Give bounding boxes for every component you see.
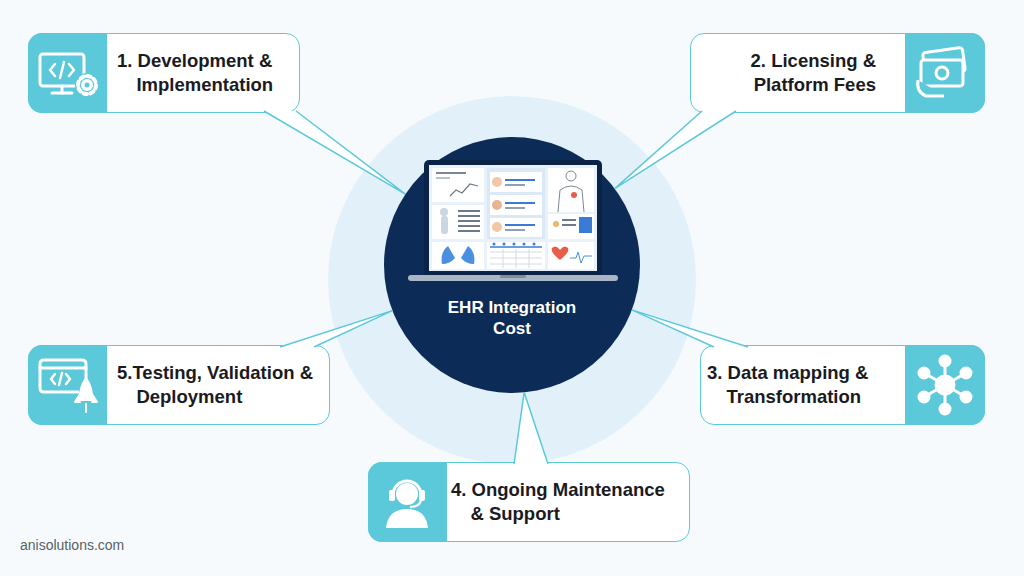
laptop-illustration: [408, 160, 618, 281]
callout-text: 5.Testing, Validation & Deployment: [117, 361, 323, 409]
callout-pointer: [514, 392, 548, 464]
callout-pointer: [632, 310, 748, 347]
callout-pointer-group: [514, 392, 548, 464]
code-monitor-icon: [40, 54, 97, 95]
callout-text: 3. Data mapping & Transformation: [707, 361, 900, 409]
callout-box: 1. Development & Implementation: [28, 33, 300, 113]
text-area: 3. Data mapping & Transformation: [707, 346, 900, 424]
callout-pointer: [264, 111, 405, 194]
center-title: EHR Integration Cost: [439, 297, 585, 339]
watermark: anisolutions.com: [20, 537, 124, 553]
icon-cells: [28, 33, 985, 542]
text-area: 2. Licensing & Platform Fees: [699, 34, 876, 112]
callout-box: 2. Licensing & Platform Fees: [690, 33, 985, 113]
center-circle: EHR Integration Cost: [384, 137, 640, 393]
callout-pointer-group: [280, 311, 392, 347]
callout-box: 3. Data mapping & Transformation: [700, 345, 985, 425]
halo-circle: [328, 96, 696, 464]
text-area: 5.Testing, Validation & Deployment: [117, 346, 323, 424]
callout-box: 5.Testing, Validation & Deployment: [28, 345, 330, 425]
text-area: EHR Integration Cost: [439, 292, 585, 343]
deploy-icon: [40, 360, 97, 412]
callout-pointer-group: [615, 111, 736, 189]
callout-pointer: [280, 311, 392, 347]
network-icon: [919, 356, 971, 414]
callout-box: 4. Ongoing Maintenance & Support: [368, 462, 690, 542]
callout-text: 2. Licensing & Platform Fees: [699, 49, 876, 97]
support-icon: [386, 481, 428, 528]
money-icon: [918, 47, 966, 96]
circle-outline: [384, 137, 640, 393]
text-area: 4. Ongoing Maintenance & Support: [451, 463, 683, 541]
callout-text: 4. Ongoing Maintenance & Support: [451, 478, 683, 526]
callout-text: 1. Development & Implementation: [117, 49, 295, 97]
text-area: 1. Development & Implementation: [117, 34, 295, 112]
callout-pointer-group: [264, 111, 405, 194]
callout-pointer: [615, 111, 736, 189]
callout-pointer-group: [632, 310, 748, 347]
